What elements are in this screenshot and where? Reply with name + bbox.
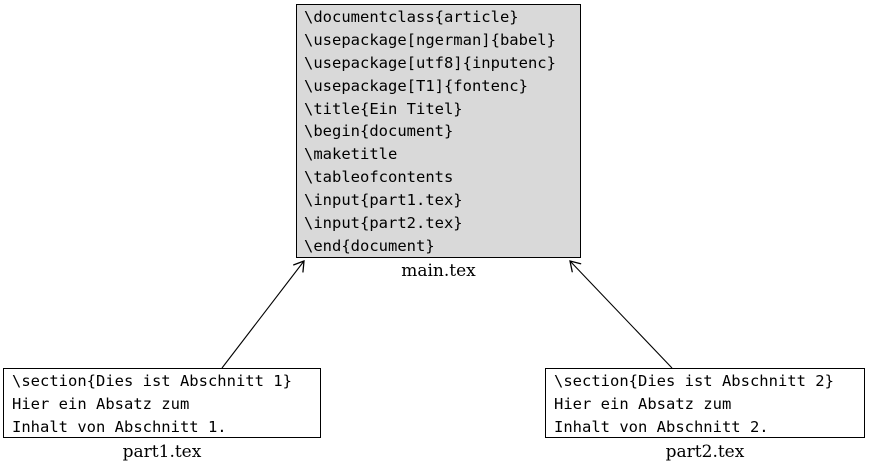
part2-tex-label: part2.tex — [665, 442, 745, 462]
arrow-part2-to-main — [569, 260, 673, 369]
main-tex-box: \documentclass{article} \usepackage[nger… — [296, 4, 581, 258]
code-line: \maketitle — [304, 145, 398, 164]
code-line: \begin{document} — [304, 122, 454, 141]
arrow-part1-to-main — [221, 260, 305, 369]
part2-tex-box: \section{Dies ist Abschnitt 2} Hier ein … — [545, 368, 865, 438]
code-line: \input{part2.tex} — [304, 214, 463, 233]
code-line: \section{Dies ist Abschnitt 1} — [12, 372, 292, 390]
code-line: \usepackage[ngerman]{babel} — [304, 30, 556, 49]
code-line: \usepackage[utf8]{inputenc} — [304, 53, 556, 72]
part1-tex-label: part1.tex — [122, 442, 202, 462]
code-line: \input{part1.tex} — [304, 191, 463, 210]
code-line: Hier ein Absatz zum — [554, 394, 732, 413]
code-line: \tableofcontents — [304, 168, 454, 187]
code-line: Hier ein Absatz zum — [12, 394, 190, 413]
code-line: \usepackage[T1]{fontenc} — [304, 76, 528, 95]
code-line: \documentclass{article} — [304, 8, 519, 26]
code-line: Inhalt von Abschnitt 2. — [554, 417, 769, 436]
code-line: \end{document} — [304, 236, 435, 255]
part1-tex-box: \section{Dies ist Abschnitt 1} Hier ein … — [3, 368, 321, 438]
code-line: \section{Dies ist Abschnitt 2} — [554, 372, 834, 390]
main-tex-label: main.tex — [401, 261, 476, 281]
code-line: \title{Ein Titel} — [304, 99, 463, 118]
code-line: Inhalt von Abschnitt 1. — [12, 417, 227, 436]
